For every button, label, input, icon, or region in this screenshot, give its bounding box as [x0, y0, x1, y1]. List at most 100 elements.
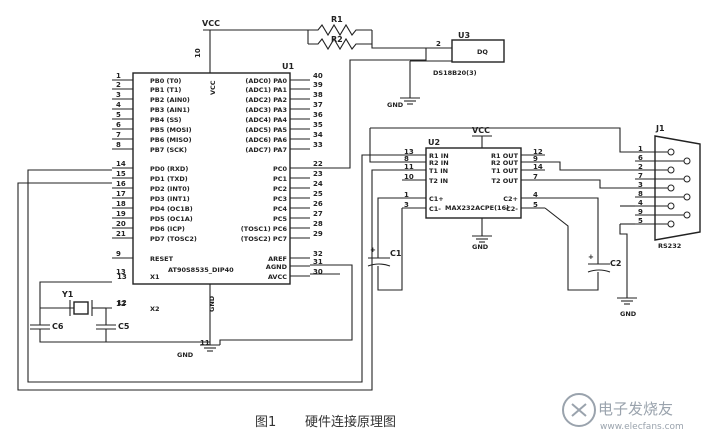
u2-pin-number: 7	[533, 173, 538, 181]
u1-pin-name: AGND	[266, 263, 288, 271]
j1-part-label: RS232	[658, 242, 681, 250]
u2-pin-number: 9	[533, 155, 538, 163]
watermark-logo-icon	[562, 393, 596, 427]
u1-pin-name: PD5 (OC1A)	[150, 215, 193, 223]
watermark-url: www.elecfans.com	[600, 422, 684, 432]
u1-vcc-pin-name: VCC	[209, 80, 217, 95]
j1-pin-contact-icon	[683, 157, 691, 165]
u1-pin-name: PC2	[273, 185, 287, 193]
j1-pin-contact-icon	[667, 166, 675, 174]
u1-pin-name: PC3	[273, 195, 287, 203]
u1-pin-number: 30	[313, 268, 323, 276]
u1-pin-number: 1	[116, 72, 121, 80]
u1-pin-number: 24	[313, 180, 323, 188]
u1-pin-number: 15	[116, 170, 126, 178]
j1-pin-contact-icon	[683, 193, 691, 201]
u3-part-label: DS18B20(3)	[433, 69, 477, 77]
u1-pin-name: PB6 (MISO)	[150, 136, 192, 144]
u1-pin-number: 16	[116, 180, 126, 188]
y1-pin-right-num: 12	[117, 299, 127, 307]
c2-label: C2	[610, 259, 621, 268]
u1-pin-name: (ADC7) PA7	[245, 146, 287, 154]
u3-body	[451, 39, 505, 63]
u1-pin-number: 32	[313, 250, 323, 258]
u1-pin-name: AVCC	[268, 273, 287, 281]
r1in-loop-wire	[370, 127, 635, 153]
j1-pin-contact-icon	[683, 175, 691, 183]
u2-pin-number: 5	[533, 201, 538, 209]
u1-body	[132, 72, 291, 285]
u1-pin-name: PD4 (OC1B)	[150, 205, 193, 213]
u1-pin-number: 9	[116, 250, 121, 258]
u1-pin-name: PC4	[273, 205, 288, 213]
j1-gnd-label: GND	[620, 310, 637, 318]
svg-text:+: +	[588, 253, 594, 261]
u2-pin-name: C1+	[429, 195, 444, 203]
u1-pin-number: 29	[313, 230, 323, 238]
crystal-circuit: Y1 13 12 C6 C5	[30, 273, 210, 343]
u2-pin-number: 3	[404, 201, 409, 209]
u1-pin-number: 38	[313, 91, 323, 99]
u1-pin-number: 26	[313, 200, 323, 208]
u2-pin-number: 1	[404, 191, 409, 199]
u2-pin-name: C1-	[429, 205, 441, 213]
u1-pin-name: PD0 (RXD)	[150, 165, 188, 173]
c5-label: C5	[118, 322, 130, 331]
vcc-top-label: VCC	[202, 19, 220, 28]
u1-pin-name: AREF	[268, 255, 287, 263]
u1-pin-name: (ADC0) PA0	[245, 77, 287, 85]
resistor-r2: R2	[308, 30, 432, 51]
j1-pin-contact-icon	[683, 211, 691, 219]
u2-pin-name: R1 OUT	[491, 152, 519, 160]
u1-pin-number: 28	[313, 220, 323, 228]
aref-wiring	[219, 264, 353, 345]
watermark: 电子发烧友 www.elecfans.com	[562, 393, 684, 432]
u3-ds18b20: U3 DQ 2 DS18B20(3) GND	[310, 31, 505, 169]
j1-pin-contact-icon	[667, 184, 675, 192]
u1-pin-number: 2	[116, 81, 121, 89]
j1-pin-number: 4	[638, 199, 643, 207]
u1-pin-name: PB7 (SCK)	[150, 146, 187, 154]
u2-pin-number: 10	[404, 173, 414, 181]
u1-pin-name: (TOSC1) PC6	[241, 225, 288, 233]
j1-pin-number: 7	[638, 172, 643, 180]
u2-pin-name: C2+	[503, 195, 518, 203]
u2-pin-number: 12	[533, 148, 543, 156]
u2-pin-number: 4	[533, 191, 538, 199]
u1-pin-number: 18	[116, 200, 126, 208]
u1-pin-name: PB4 (SS)	[150, 116, 182, 124]
u1-pin-name: (TOSC2) PC7	[241, 235, 287, 243]
u1-pin-name: X1	[150, 273, 160, 281]
u1-gnd-pin-num: 11	[200, 339, 210, 347]
u1-pin-name: (ADC6) PA6	[245, 136, 287, 144]
u2-part-label: MAX232ACPE(16)	[445, 204, 509, 212]
u1-gnd-pin-name: GND	[208, 295, 216, 312]
u1-pin-name: PC1	[273, 175, 288, 183]
u1-pin-name: PD7 (TOSC2)	[150, 235, 197, 243]
u1-pin-number: 17	[116, 190, 126, 198]
u2-pin-name: R1 IN	[429, 152, 449, 160]
u1-pin-name: PD6 (ICP)	[150, 225, 185, 233]
u1-pin-number: 22	[313, 160, 323, 168]
u1-pin-number: 5	[116, 111, 121, 119]
u1-pin-name: PC5	[273, 215, 288, 223]
u1-pin-number: 25	[313, 190, 323, 198]
u1-pin-number: 7	[116, 131, 121, 139]
u1-pin-name: PD1 (TXD)	[150, 175, 188, 183]
u1-gnd-symbol: GND	[177, 344, 220, 359]
u1-pin-name: (ADC1) PA1	[245, 86, 287, 94]
u1-pin-name: (ADC4) PA4	[245, 116, 287, 124]
r1-label: R1	[331, 15, 343, 24]
vcc-top-symbol: VCC	[202, 19, 308, 31]
u1-pin-number: 27	[313, 210, 323, 218]
r-to-dq-wire	[371, 30, 432, 49]
u1-pin-number: 20	[116, 220, 126, 228]
j1-pin-number: 3	[638, 181, 643, 189]
j1-pin-contact-icon	[667, 220, 675, 228]
